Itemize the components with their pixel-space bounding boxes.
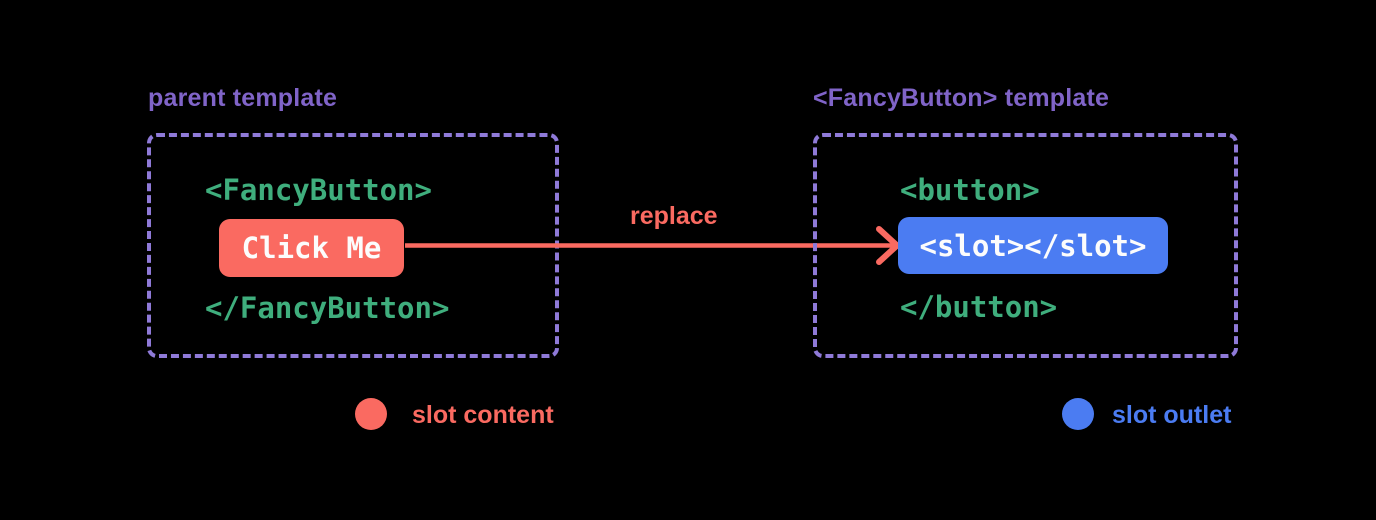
fancybutton-open-tag: <FancyButton> <box>205 173 432 207</box>
legend-slot-content-dot <box>355 398 387 430</box>
click-me-button: Click Me <box>219 219 404 277</box>
legend-slot-outlet-label: slot outlet <box>1112 401 1232 429</box>
button-open-tag: <button> <box>900 173 1040 207</box>
fancybutton-template-box <box>813 133 1238 358</box>
slot-outlet-box: <slot></slot> <box>898 217 1168 274</box>
replace-label: replace <box>630 202 718 230</box>
legend-slot-outlet-dot <box>1062 398 1094 430</box>
legend-slot-content-label: slot content <box>412 401 554 429</box>
button-close-tag: </button> <box>900 290 1058 324</box>
replace-arrow <box>405 226 900 265</box>
fancybutton-close-tag: </FancyButton> <box>205 291 450 325</box>
parent-template-title: parent template <box>148 84 338 112</box>
fancybutton-template-title: <FancyButton> template <box>813 84 1110 112</box>
